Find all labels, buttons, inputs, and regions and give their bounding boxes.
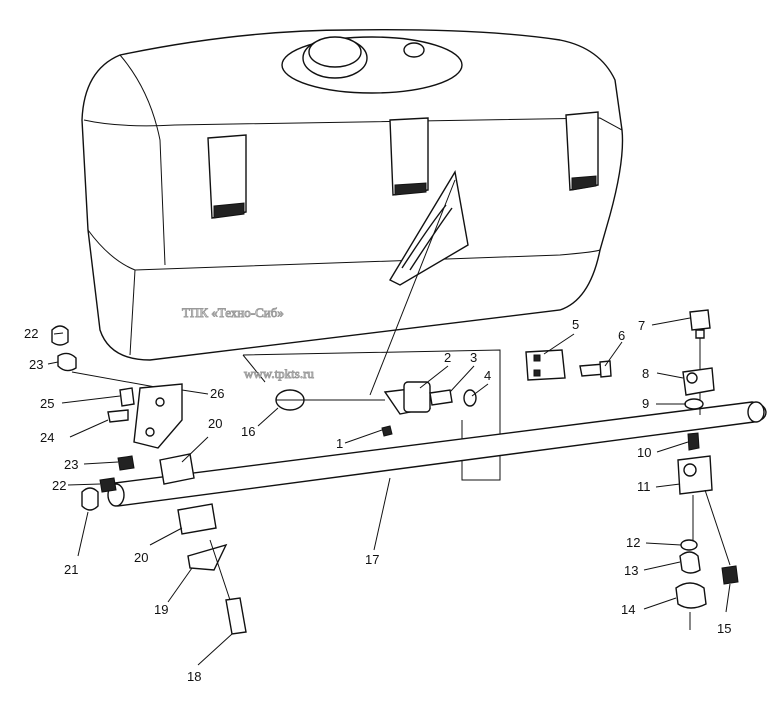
callout-15: 15 bbox=[717, 621, 731, 636]
callout-3: 3 bbox=[470, 350, 477, 365]
callout-17: 17 bbox=[365, 552, 379, 567]
callout-12: 12 bbox=[626, 535, 640, 550]
callout-20-upper: 20 bbox=[208, 416, 222, 431]
callout-6: 6 bbox=[618, 328, 625, 343]
callout-18: 18 bbox=[187, 669, 201, 684]
callout-1: 1 bbox=[336, 436, 343, 451]
callout-26: 26 bbox=[210, 386, 224, 401]
callout-9: 9 bbox=[642, 396, 649, 411]
callout-19: 19 bbox=[154, 602, 168, 617]
fuel-tank bbox=[81, 29, 624, 361]
callout-16: 16 bbox=[241, 424, 255, 439]
callout-22-upper: 22 bbox=[24, 326, 38, 341]
callout-22-lower: 22 bbox=[52, 478, 66, 493]
callout-23-upper: 23 bbox=[29, 357, 43, 372]
right-mount-stack bbox=[675, 309, 739, 630]
callout-10: 10 bbox=[637, 445, 651, 460]
callout-13: 13 bbox=[624, 563, 638, 578]
callout-21: 21 bbox=[64, 562, 78, 577]
callout-25: 25 bbox=[40, 396, 54, 411]
callout-8: 8 bbox=[642, 366, 649, 381]
watermark-company: ТПК «Техно-Сиб» bbox=[182, 305, 284, 320]
callout-11: 11 bbox=[637, 479, 651, 494]
clamp-bracket bbox=[525, 349, 612, 381]
cross-bar-tube bbox=[107, 401, 767, 507]
callout-14: 14 bbox=[621, 602, 635, 617]
watermark-url: www.tpkts.ru bbox=[244, 366, 314, 381]
callout-20-lower: 20 bbox=[134, 550, 148, 565]
left-mount-stack bbox=[51, 325, 247, 635]
callout-7: 7 bbox=[638, 318, 645, 333]
callout-24: 24 bbox=[40, 430, 54, 445]
callout-5: 5 bbox=[572, 317, 579, 332]
callout-23-lower: 23 bbox=[64, 457, 78, 472]
sensor-assembly bbox=[275, 381, 477, 437]
callout-4: 4 bbox=[484, 368, 491, 383]
callout-labels: 1 2 3 4 5 6 7 8 9 10 11 12 13 14 15 16 1… bbox=[24, 317, 731, 684]
leader-lines bbox=[47, 317, 731, 666]
callout-2: 2 bbox=[444, 350, 451, 365]
